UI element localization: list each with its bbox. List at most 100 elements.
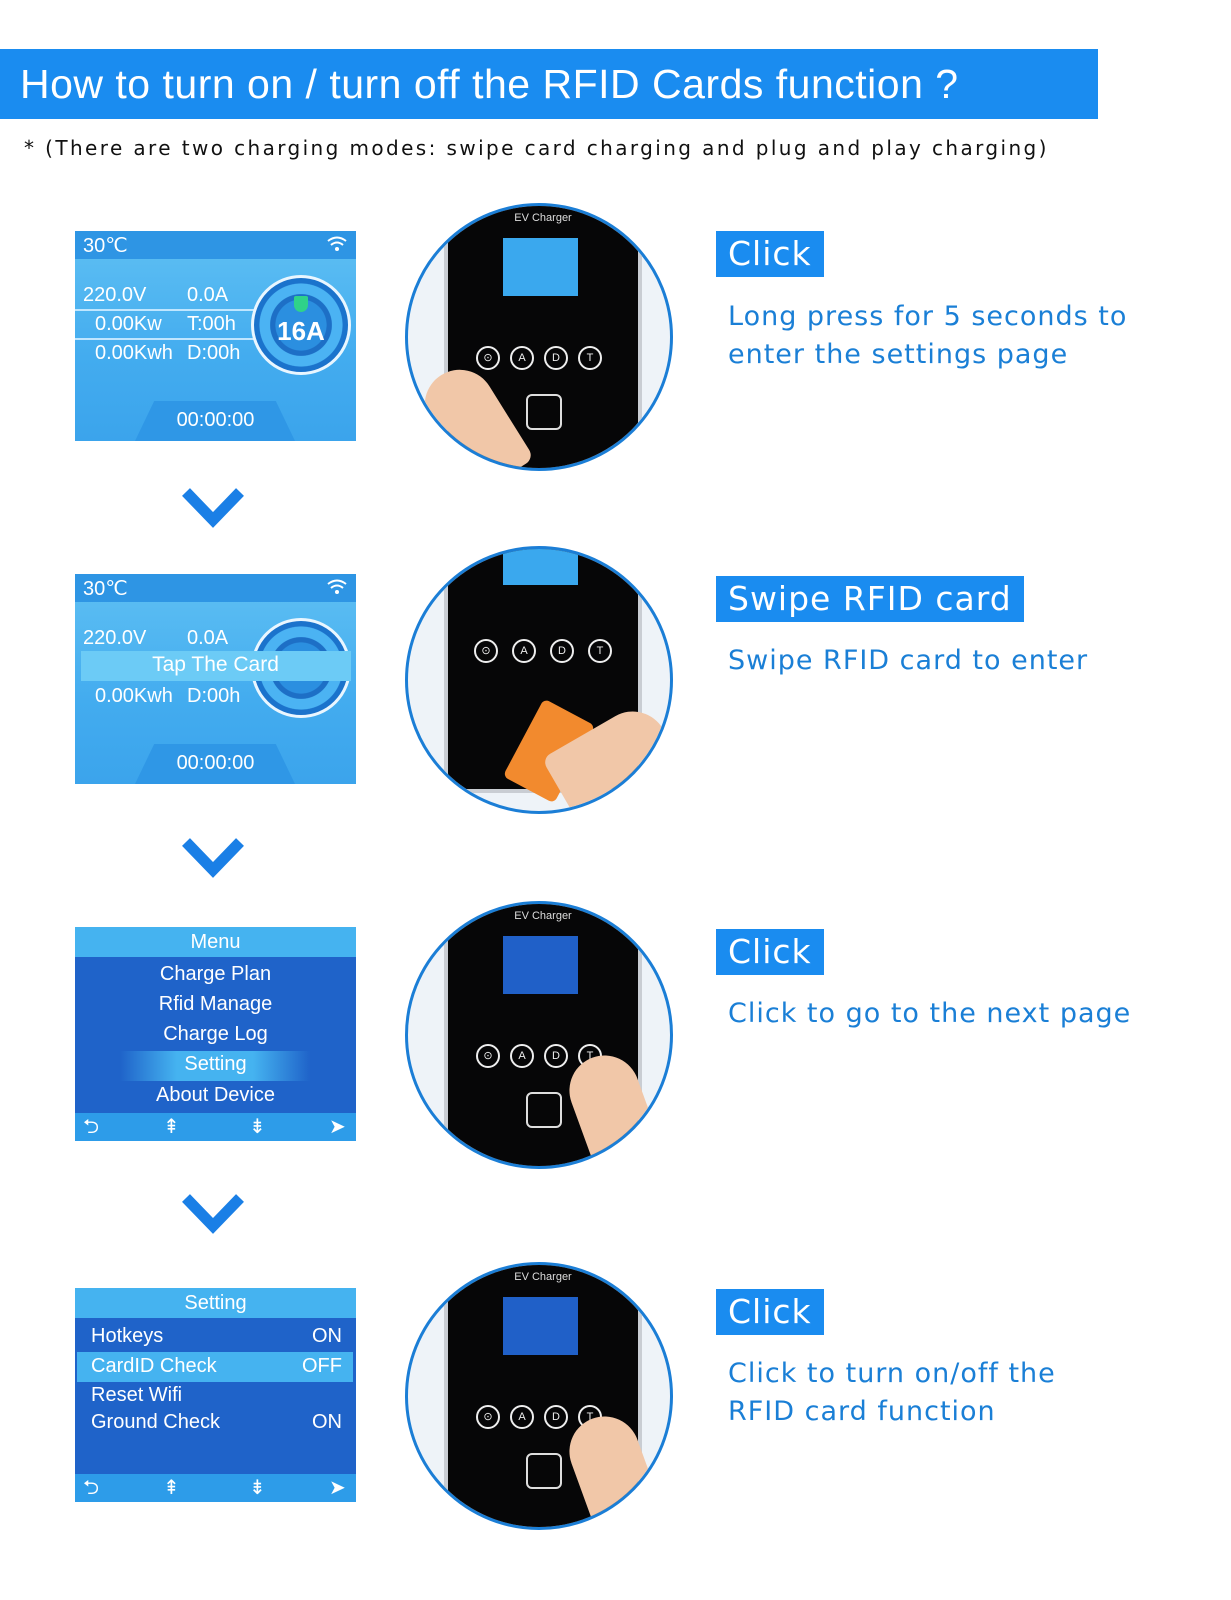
d-time-value: D:00h — [187, 685, 241, 707]
lcd-top-band — [75, 574, 356, 602]
temperature-label: 30℃ — [83, 578, 128, 600]
divider — [75, 338, 265, 340]
charger-a-button[interactable]: A — [510, 1044, 534, 1068]
charger-device-photo: EV Charger ⊙ A D T — [405, 901, 673, 1169]
subtitle-note: * (There are two charging modes: swipe c… — [24, 136, 1049, 160]
amp-gauge: 16A — [251, 275, 351, 375]
timer-value: 00:00:00 — [176, 752, 255, 774]
setting-key: CardID Check — [91, 1355, 217, 1377]
lcd-setting-screen: Setting Hotkeys ON CardID Check OFF Rese… — [75, 1288, 356, 1502]
move-down-icon[interactable]: ⇟ — [249, 1477, 266, 1499]
timer-value: 00:00:00 — [176, 409, 255, 431]
energy-value: 0.00Kwh — [95, 342, 173, 364]
step-4-title: Click — [716, 1289, 824, 1335]
setting-key: Hotkeys — [91, 1325, 164, 1347]
charger-d-button[interactable]: D — [550, 639, 574, 663]
rfid-reader-icon — [526, 1453, 562, 1489]
menu-item-setting[interactable]: Setting — [184, 1053, 247, 1075]
move-up-icon[interactable]: ⇞ — [163, 1116, 180, 1138]
charger-button-row: ⊙ A D T — [474, 639, 614, 663]
d-time-value: D:00h — [187, 342, 241, 364]
charger-t-button[interactable]: T — [588, 639, 612, 663]
divider — [75, 309, 265, 311]
menu-selection-highlight — [120, 1051, 310, 1081]
setting-selection-highlight — [77, 1352, 353, 1382]
description-line: Long press for 5 seconds to — [728, 301, 1128, 332]
description-line: enter the settings page — [728, 339, 1069, 370]
charger-power-button[interactable]: ⊙ — [476, 346, 500, 370]
step-2-title: Swipe RFID card — [716, 576, 1024, 622]
setting-value: ON — [312, 1411, 342, 1433]
charger-t-button[interactable]: T — [578, 346, 602, 370]
charger-mini-screen — [503, 549, 578, 585]
step-1-description: Long press for 5 seconds to enter the se… — [728, 298, 1127, 374]
menu-item-charge-log[interactable]: Charge Log — [163, 1023, 268, 1045]
step-1-title: Click — [716, 231, 824, 277]
voltage-value: 220.0V — [83, 627, 147, 649]
rfid-reader-icon — [526, 394, 562, 430]
page-title-banner: How to turn on / turn off the RFID Cards… — [0, 49, 1098, 119]
charger-device-photo: ⊙ A D T — [405, 546, 673, 814]
tap-card-banner — [81, 651, 351, 681]
menu-item-rfid-manage[interactable]: Rfid Manage — [158, 993, 273, 1015]
chevron-down-icon — [182, 488, 244, 528]
step-3-title: Click — [716, 929, 824, 975]
charger-d-button[interactable]: D — [544, 1044, 568, 1068]
select-arrow-icon[interactable]: ➤ — [329, 1116, 346, 1138]
wifi-icon — [327, 236, 347, 251]
charger-power-button[interactable]: ⊙ — [474, 639, 498, 663]
back-icon[interactable]: ⮌ — [83, 1477, 100, 1499]
description-line: Click to go to the next page — [728, 998, 1132, 1029]
menu-item-charge-plan[interactable]: Charge Plan — [159, 963, 272, 985]
charger-d-button[interactable]: D — [544, 346, 568, 370]
t-time-value: T:00h — [187, 313, 236, 335]
setting-value: OFF — [302, 1355, 342, 1377]
charger-mini-screen — [503, 1297, 578, 1355]
description-line: RFID card function — [728, 1396, 996, 1427]
rfid-reader-icon — [526, 1092, 562, 1128]
description-line: Swipe RFID card to enter — [728, 645, 1089, 676]
description-line: Click to turn on/off the — [728, 1358, 1056, 1389]
move-down-icon[interactable]: ⇟ — [249, 1116, 266, 1138]
setting-value: ON — [312, 1325, 342, 1347]
power-value: 0.00Kw — [95, 313, 162, 335]
charger-power-button[interactable]: ⊙ — [476, 1044, 500, 1068]
lcd-top-band — [75, 231, 356, 259]
charger-d-button[interactable]: D — [544, 1405, 568, 1429]
setting-key: Reset Wifi — [91, 1384, 183, 1406]
charger-a-button[interactable]: A — [510, 1405, 534, 1429]
current-value: 0.0A — [187, 627, 229, 649]
setting-title: Setting — [75, 1288, 356, 1318]
amp-gauge-label: 16A — [277, 316, 325, 346]
back-icon[interactable]: ⮌ — [83, 1116, 100, 1138]
charger-device-photo: EV Charger ⊙ A D T — [405, 1262, 673, 1530]
setting-key: Ground Check — [91, 1411, 220, 1433]
energy-value: 0.00Kwh — [95, 685, 173, 707]
temperature-label: 30℃ — [83, 235, 128, 257]
timer-bar — [135, 401, 295, 441]
shield-icon — [294, 296, 308, 312]
charger-a-button[interactable]: A — [512, 639, 536, 663]
lcd-menu-screen: Menu Charge Plan Rfid Manage Charge Log … — [75, 927, 356, 1141]
tap-card-label: Tap The Card — [152, 653, 279, 676]
charger-brand-label: EV Charger — [514, 212, 572, 224]
charger-brand-label: EV Charger — [514, 910, 572, 922]
current-value: 0.0A — [187, 284, 229, 306]
charger-brand-label: EV Charger — [514, 1271, 572, 1283]
menu-title: Menu — [75, 927, 356, 957]
charger-mini-screen — [503, 238, 578, 296]
chevron-down-icon — [182, 1194, 244, 1234]
charger-button-row: ⊙ A D T — [476, 346, 616, 370]
timer-bar — [135, 744, 295, 784]
charger-button-row: ⊙ A D T — [476, 1044, 616, 1068]
charger-power-button[interactable]: ⊙ — [476, 1405, 500, 1429]
step-4-description: Click to turn on/off the RFID card funct… — [728, 1355, 1056, 1431]
step-3-description: Click to go to the next page — [728, 995, 1131, 1033]
chevron-down-icon — [182, 838, 244, 878]
move-up-icon[interactable]: ⇞ — [163, 1477, 180, 1499]
charger-a-button[interactable]: A — [510, 346, 534, 370]
select-arrow-icon[interactable]: ➤ — [329, 1477, 346, 1499]
voltage-value: 220.0V — [83, 284, 147, 306]
menu-item-about-device[interactable]: About Device — [156, 1084, 275, 1106]
charger-device-photo: EV Charger ⊙ A D T — [405, 203, 673, 471]
